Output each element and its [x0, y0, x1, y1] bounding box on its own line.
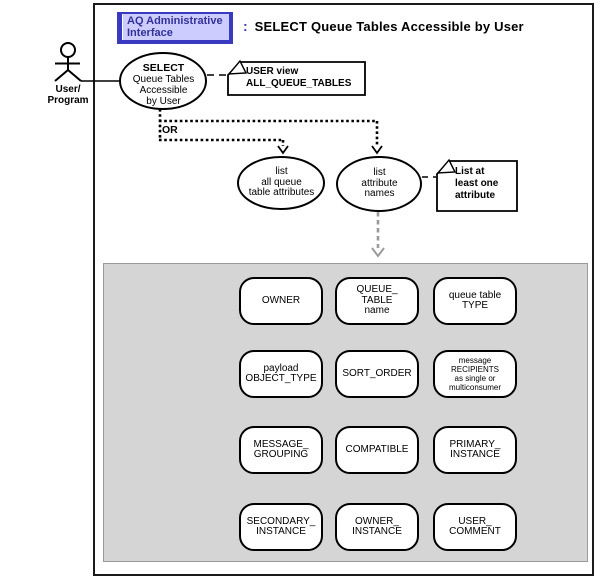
- attribute-box-sort-order: SORT_ORDER: [335, 350, 419, 398]
- use-case-select-subtitle: Queue Tables Accessible by User: [132, 74, 195, 107]
- attribute-box-queue-table-type: queue table TYPE: [433, 277, 517, 325]
- title-colon: :: [243, 18, 248, 34]
- attribute-box-owner: OWNER: [239, 277, 323, 325]
- module-button-label: AQ Administrative Interface: [127, 14, 223, 40]
- use-case-list-names-label: list attribute names: [361, 167, 398, 199]
- module-button: AQ Administrative Interface: [117, 12, 233, 44]
- attribute-box-secondary-instance: SECONDARY_ INSTANCE: [239, 503, 323, 551]
- actor-icon: [54, 42, 82, 82]
- use-case-select-title: SELECT: [142, 62, 185, 74]
- use-case-list-all-label: list all queue table attributes: [248, 166, 315, 198]
- attribute-box-compatible: COMPATIBLE: [335, 426, 419, 474]
- actor-label: User/ Program: [47, 84, 89, 106]
- title-row: : SELECT Queue Tables Accessible by User: [243, 18, 524, 34]
- page-title: SELECT Queue Tables Accessible by User: [254, 19, 524, 34]
- system-boundary-frame: [93, 3, 594, 576]
- module-button-face: AQ Administrative Interface: [122, 14, 229, 40]
- attribute-box-queue-table-name: QUEUE_ TABLE name: [335, 277, 419, 325]
- attribute-box-message-grouping: MESSAGE_ GROUPING: [239, 426, 323, 474]
- attribute-box-primary-instance: PRIMARY_ INSTANCE: [433, 426, 517, 474]
- or-label: OR: [162, 124, 178, 136]
- attribute-box-payload-object-type: payload OBJECT_TYPE: [239, 350, 323, 398]
- use-case-select-label: SELECT Queue Tables Accessible by User: [121, 62, 206, 107]
- attribute-box-owner-instance: OWNER_ INSTANCE: [335, 503, 419, 551]
- note-user-view-text: USER view ALL_QUEUE_TABLES: [246, 66, 352, 89]
- attribute-box-message-recipients: message RECIPIENTS as single or multicon…: [433, 350, 517, 398]
- attribute-box-user-comment: USER_ COMMENT: [433, 503, 517, 551]
- note-least-one-text: List at least one attribute: [455, 166, 499, 201]
